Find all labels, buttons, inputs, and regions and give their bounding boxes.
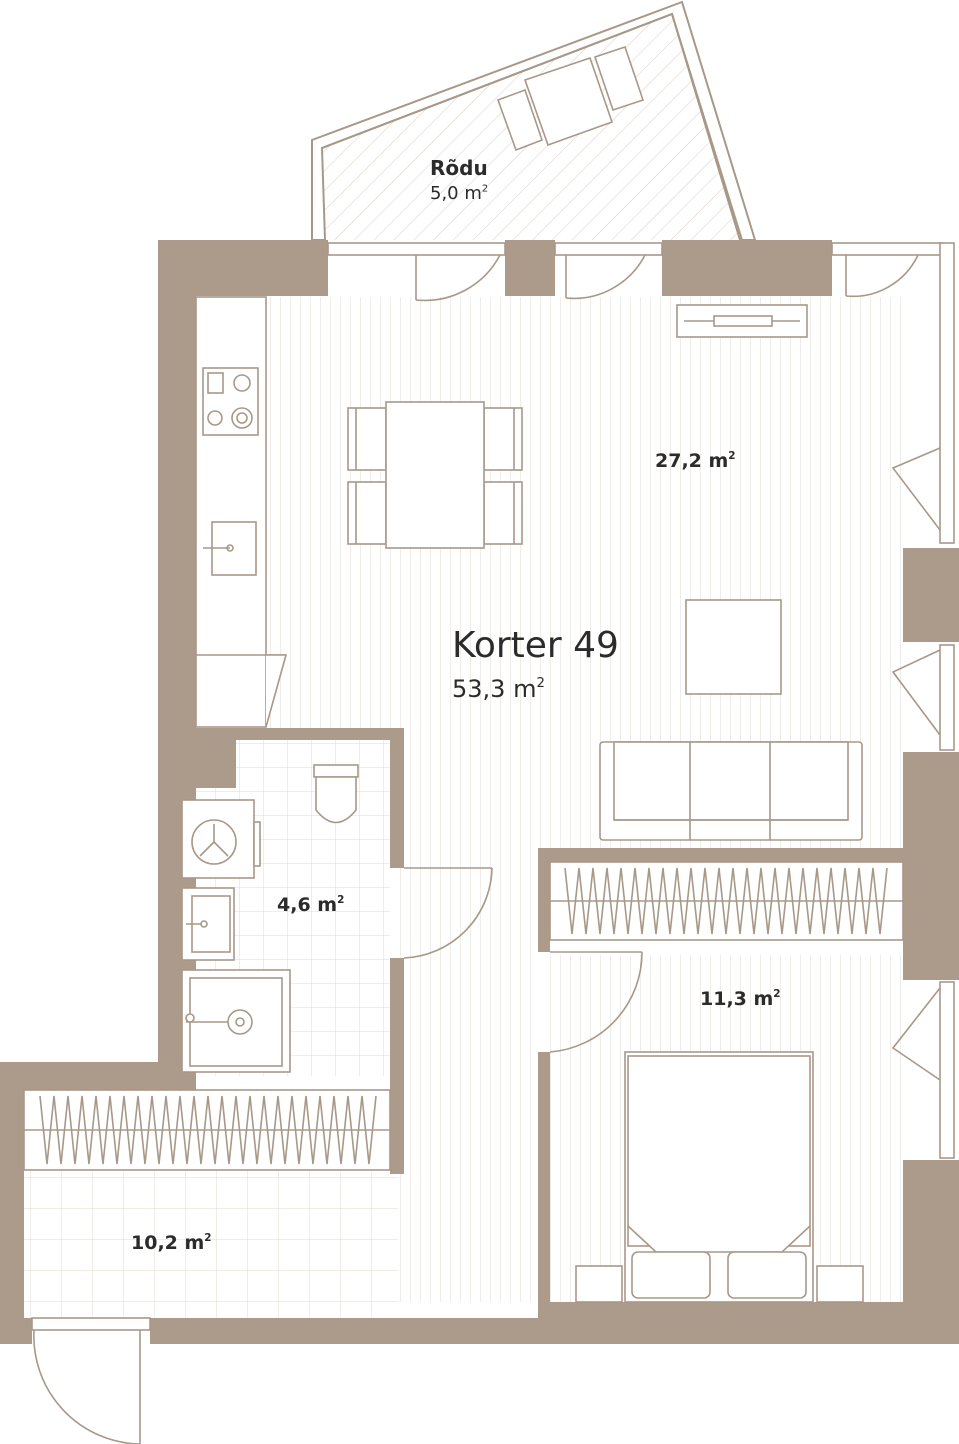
hallway-area: 10,2 m2 (131, 1232, 212, 1254)
balcony-area-value: 5,0 m (430, 183, 482, 204)
kitchen-sink-icon (203, 521, 257, 576)
area-unit-superscript: 2 (204, 1232, 212, 1245)
area-unit-superscript: 2 (337, 894, 345, 907)
area-unit-superscript: 2 (728, 450, 736, 463)
coffee-table-icon (685, 599, 782, 695)
bed-icon (575, 1051, 864, 1303)
dining-table-icon (347, 401, 523, 549)
living-room-area-value: 27,2 m (655, 450, 729, 472)
bathroom-area: 4,6 m2 (277, 894, 344, 916)
bathroom-sink-icon (181, 887, 235, 961)
sofa-icon (599, 741, 863, 841)
hallway-wardrobe-icon (23, 1089, 391, 1171)
bedroom-area: 11,3 m2 (700, 988, 781, 1010)
shower-icon (181, 969, 291, 1073)
apartment-total-area: 53,3 m2 (452, 670, 545, 703)
area-unit-superscript: 2 (536, 676, 545, 691)
balcony-table-icon (496, 45, 645, 152)
area-unit-superscript: 2 (773, 988, 781, 1001)
windows (327, 242, 955, 1159)
bathroom-area-value: 4,6 m (277, 894, 338, 916)
balcony-name: Rõdu (430, 156, 488, 180)
bedroom-area-value: 11,3 m (700, 988, 774, 1010)
bedroom-wardrobe-icon (549, 861, 904, 941)
apartment-title: Korter 49 (452, 625, 619, 666)
doors (31, 254, 941, 1444)
cooktop-icon (202, 367, 259, 436)
balcony-area: 5,0 m2 (430, 183, 488, 204)
washing-machine-icon (181, 799, 261, 879)
walls (0, 240, 959, 1344)
balcony (311, 0, 757, 241)
tv-icon (676, 304, 808, 338)
toilet-icon (313, 764, 359, 824)
apartment-total-area-value: 53,3 m (452, 674, 537, 703)
living-room-area: 27,2 m2 (655, 450, 736, 472)
area-unit-superscript: 2 (481, 183, 489, 195)
hallway-area-value: 10,2 m (131, 1232, 205, 1254)
